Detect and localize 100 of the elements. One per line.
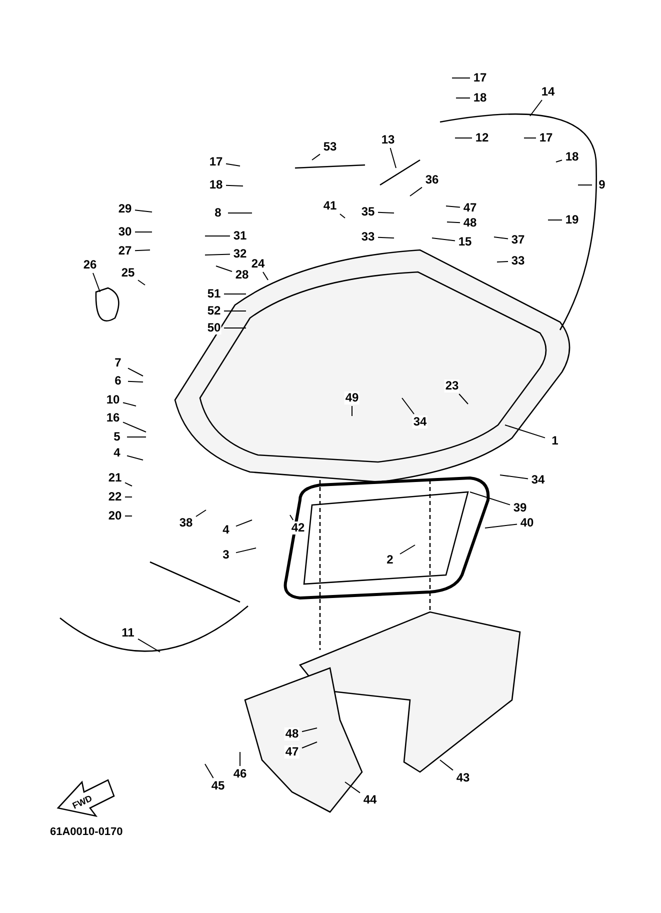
leader-line xyxy=(446,206,460,208)
callout-number: 18 xyxy=(472,92,488,104)
leader-line xyxy=(484,524,518,528)
callout-number: 33 xyxy=(360,230,376,244)
leader-line xyxy=(236,548,256,554)
callout-number: 14 xyxy=(540,86,556,98)
callout-number: 15 xyxy=(457,236,473,248)
leader-line xyxy=(494,236,508,240)
callout-number: 27 xyxy=(117,244,133,258)
callout-number: 32 xyxy=(232,248,248,260)
callout-number: 46 xyxy=(232,768,248,780)
callout-number: 33 xyxy=(510,254,526,268)
callout-number: 25 xyxy=(120,266,136,280)
callout-number: 49 xyxy=(344,392,360,404)
callout-number: 29 xyxy=(117,202,133,216)
leader-line xyxy=(122,422,146,432)
callout-number: 52 xyxy=(206,304,222,318)
leader-line xyxy=(340,214,346,218)
leader-line xyxy=(124,482,132,486)
leader-line xyxy=(446,222,460,224)
callout-number: 37 xyxy=(510,234,526,246)
leader-line xyxy=(226,184,244,186)
leader-line xyxy=(312,154,320,160)
callout-number: 7 xyxy=(114,356,122,370)
leader-line xyxy=(400,544,416,554)
callout-number: 34 xyxy=(412,416,428,428)
callout-number: 41 xyxy=(322,200,338,212)
callout-number: 44 xyxy=(362,794,378,806)
callout-number: 2 xyxy=(386,554,394,566)
callout-number: 50 xyxy=(206,322,222,334)
leader-line xyxy=(504,424,546,438)
callout-number: 53 xyxy=(322,140,338,154)
leader-line xyxy=(216,266,232,272)
leader-line xyxy=(432,238,456,242)
leader-line xyxy=(262,272,268,280)
callout-number: 42 xyxy=(290,522,306,534)
callout-number: 31 xyxy=(232,230,248,242)
callout-number: 40 xyxy=(519,516,535,530)
leader-line xyxy=(134,210,152,212)
callout-number: 48 xyxy=(462,216,478,230)
callout-number: 30 xyxy=(117,226,133,238)
callout-number: 13 xyxy=(380,134,396,146)
callout-number: 20 xyxy=(107,510,123,522)
callout-number: 39 xyxy=(512,502,528,514)
leader-line xyxy=(204,254,230,256)
leader-line xyxy=(124,496,132,498)
leader-line xyxy=(530,100,542,116)
callout-number: 35 xyxy=(360,206,376,218)
callout-number: 5 xyxy=(112,430,122,444)
leader-line xyxy=(302,728,318,732)
leader-line xyxy=(236,520,252,527)
leader-line xyxy=(470,492,510,506)
callout-number: 24 xyxy=(250,258,266,270)
leader-line xyxy=(138,638,160,652)
callout-number: 18 xyxy=(208,178,224,192)
leader-line xyxy=(128,380,144,382)
leader-line xyxy=(402,398,414,414)
callout-number: 6 xyxy=(114,374,122,388)
callout-number: 11 xyxy=(120,626,136,640)
callout-number: 16 xyxy=(105,412,121,424)
callout-number: 18 xyxy=(564,150,580,164)
callout-number: 8 xyxy=(214,206,222,220)
callout-number: 12 xyxy=(474,132,490,144)
leader-line xyxy=(344,782,360,794)
leader-line xyxy=(92,272,100,292)
leader-line xyxy=(204,764,214,778)
callout-number: 4 xyxy=(222,524,230,536)
callout-number: 43 xyxy=(455,772,471,784)
callout-number: 28 xyxy=(234,268,250,282)
callout-number: 26 xyxy=(82,258,98,272)
leader-line xyxy=(440,760,454,771)
leader-line xyxy=(556,160,562,162)
callout-number: 1 xyxy=(550,434,560,448)
callout-number: 47 xyxy=(462,202,478,214)
callout-number: 38 xyxy=(178,516,194,530)
leader-line xyxy=(134,250,150,252)
leader-line xyxy=(390,148,396,168)
leader-line xyxy=(128,368,144,376)
callout-number: 4 xyxy=(112,446,122,460)
callout-number: 47 xyxy=(284,746,300,758)
callout-number: 3 xyxy=(222,548,230,562)
leader-line xyxy=(196,510,206,517)
callout-number: 17 xyxy=(472,72,488,84)
leader-line xyxy=(228,212,252,214)
leader-line xyxy=(500,474,528,480)
direction-label: FWD xyxy=(70,793,94,811)
leader-line xyxy=(458,394,468,404)
callout-number: 21 xyxy=(107,472,123,484)
leader-line xyxy=(126,455,144,460)
leader-line xyxy=(378,236,394,238)
catalog-number: 61A0010-0170 xyxy=(50,826,123,838)
leader-line xyxy=(226,163,240,166)
leader-line xyxy=(126,436,146,438)
leader-line xyxy=(122,402,136,406)
leader-line xyxy=(302,742,318,748)
callout-number: 51 xyxy=(206,288,222,300)
leader-line xyxy=(410,186,422,196)
leader-line xyxy=(224,310,246,312)
callout-number: 22 xyxy=(107,490,123,504)
callout-number: 9 xyxy=(598,178,606,192)
